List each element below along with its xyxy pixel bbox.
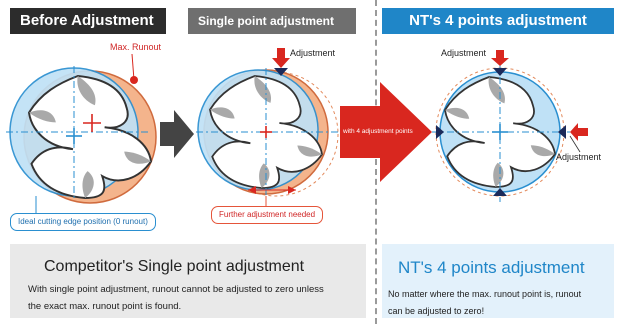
nt-diagram <box>432 50 588 202</box>
big-arrow-label: with 4 adjustment points <box>343 128 413 135</box>
adjustment-label-single: Adjustment <box>290 48 336 58</box>
adjustment-arrow-top <box>491 50 509 66</box>
competitor-panel <box>10 244 366 318</box>
header-nt-4-points: NT's 4 points adjustment <box>382 8 614 34</box>
big-red-arrow <box>340 82 432 182</box>
header-before-adjustment: Before Adjustment <box>10 8 166 34</box>
nt-panel-title: NT's 4 points adjustment <box>398 258 585 277</box>
adjustment-label-nt-right: Adjustment <box>556 152 602 162</box>
single-point-diagram <box>196 48 340 206</box>
competitor-title: Competitor's Single point adjustment <box>44 258 305 275</box>
nt-body-line1: No matter where the max. runout point is… <box>388 289 582 299</box>
further-adjustment-callout: Further adjustment needed <box>211 206 324 224</box>
adjustment-arrow-right <box>570 123 588 141</box>
adjustment-label-nt-top: Adjustment <box>441 48 487 58</box>
competitor-body-line2: the exact max. runout point is found. <box>28 301 182 312</box>
before-diagram <box>6 53 157 214</box>
max-runout-label: Max. Runout <box>110 42 162 52</box>
nt-body-line2: can be adjusted to zero! <box>388 306 485 316</box>
ideal-position-callout: Ideal cutting edge position (0 runout) <box>10 213 156 231</box>
header-single-point: Single point adjustment <box>188 8 356 34</box>
nt-panel <box>382 244 614 318</box>
competitor-body-line1: With single point adjustment, runout can… <box>28 284 324 295</box>
grey-arrow <box>160 110 194 158</box>
adjustment-arrow-single <box>272 48 290 68</box>
section-divider <box>375 0 377 324</box>
